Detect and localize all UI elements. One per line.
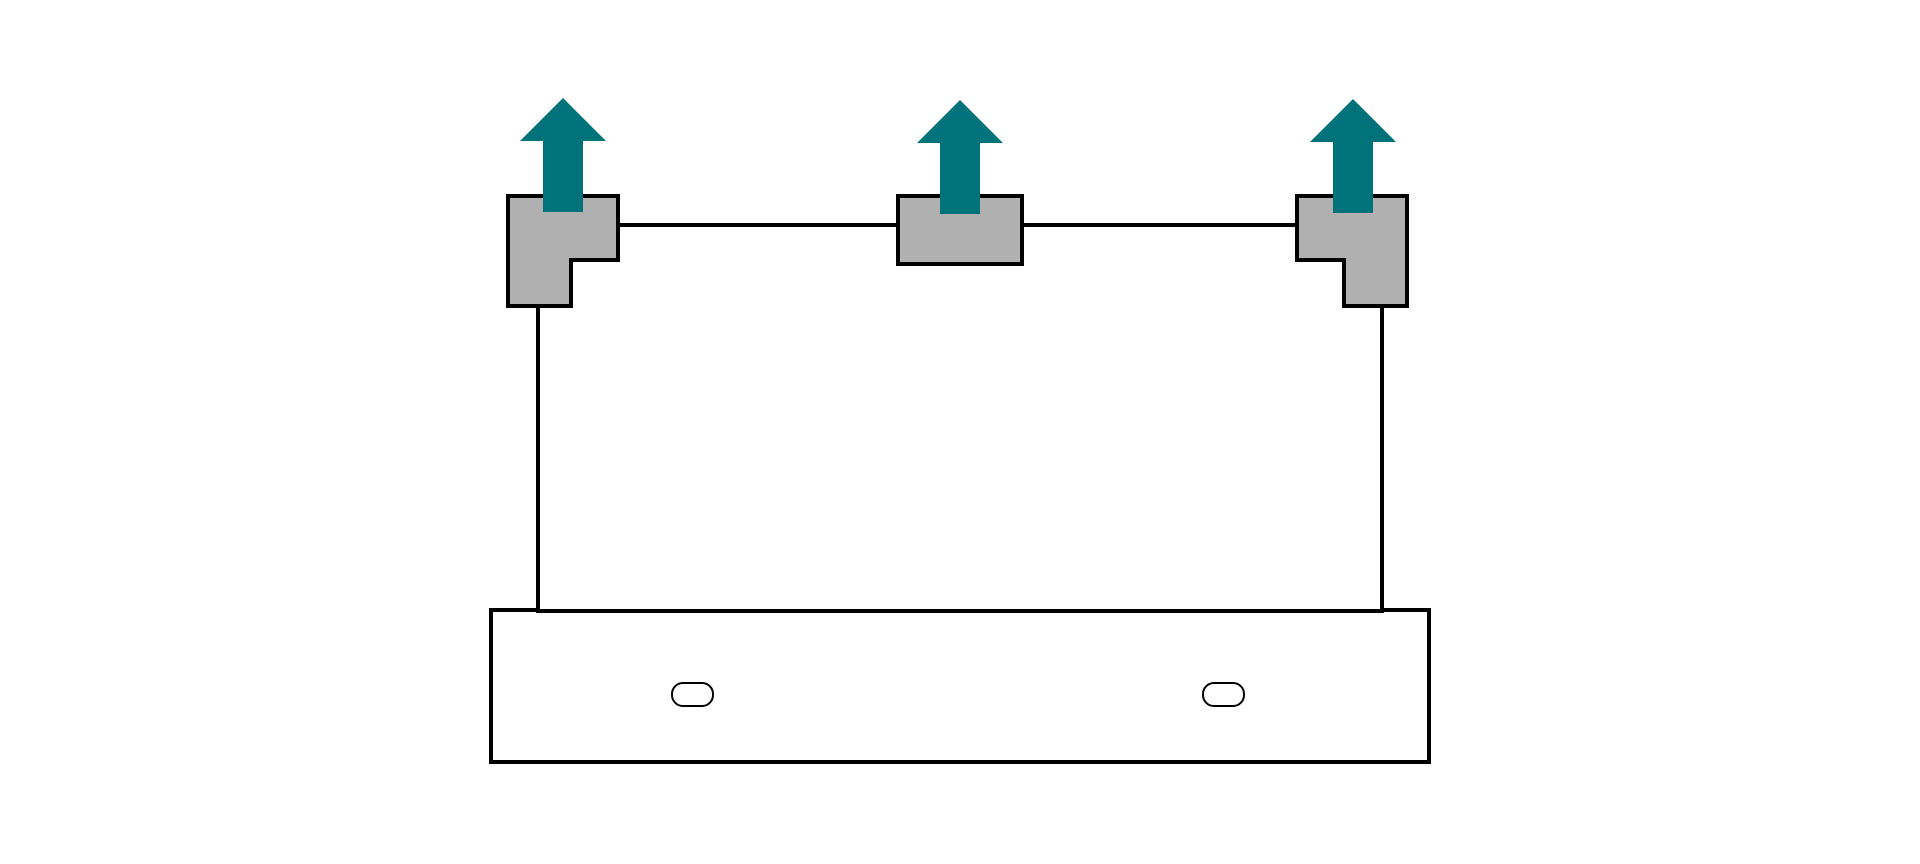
- arrow-up-left-icon: [520, 98, 606, 212]
- mounting-slot-left: [671, 682, 714, 707]
- bracket-right: [1295, 194, 1409, 308]
- mounting-slot-right: [1202, 682, 1245, 707]
- arrow-up-right-icon: [1310, 99, 1396, 213]
- bracket-left: [506, 194, 620, 308]
- arrow-up-center-icon: [917, 100, 1003, 214]
- base-panel: [489, 608, 1431, 764]
